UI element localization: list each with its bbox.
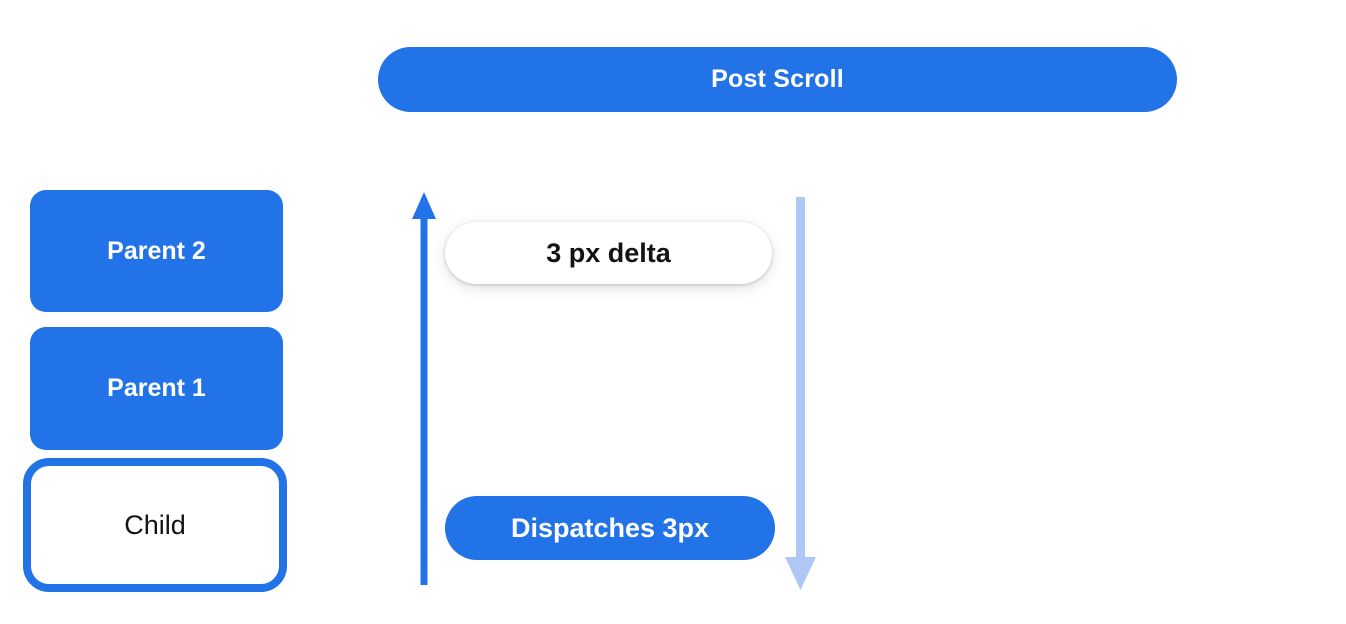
dispatch-annotation-label: Dispatches 3px xyxy=(510,512,710,543)
node-child: Child xyxy=(23,458,287,592)
arrow-up-icon xyxy=(412,192,436,585)
arrow-down-icon xyxy=(785,197,816,590)
post-scroll-label: Post Scroll xyxy=(711,65,844,93)
post-scroll-header-pill: Post Scroll xyxy=(378,47,1177,112)
node-child-label: Child xyxy=(124,509,186,540)
delta-annotation-pill: 3 px delta xyxy=(445,222,772,284)
delta-annotation-label: 3 px delta xyxy=(546,237,671,268)
node-parent-2: Parent 2 xyxy=(30,190,283,312)
node-parent-1-label: Parent 1 xyxy=(107,374,206,402)
node-parent-1: Parent 1 xyxy=(30,327,283,450)
dispatch-annotation-pill: Dispatches 3px xyxy=(445,496,775,560)
node-parent-2-label: Parent 2 xyxy=(107,236,206,265)
